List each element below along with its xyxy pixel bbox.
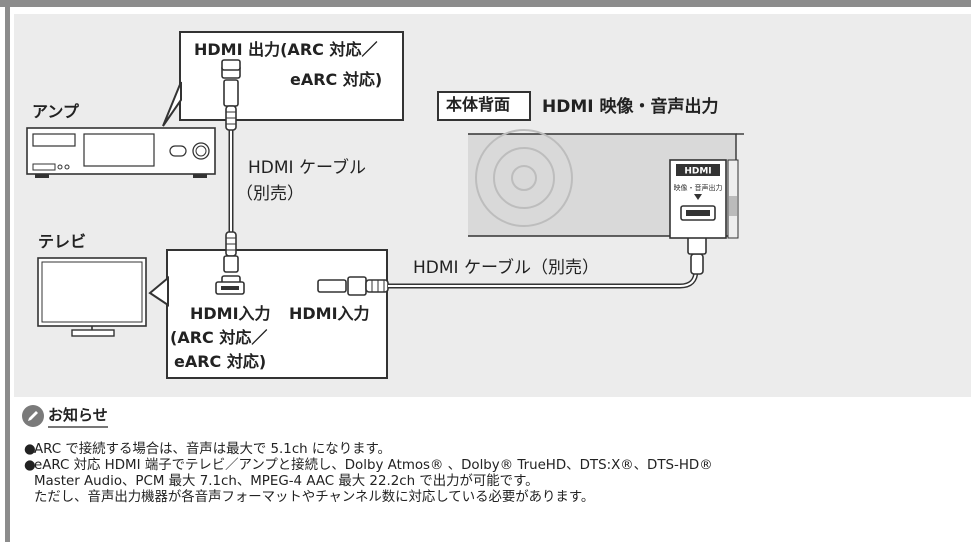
notice-title: お知らせ <box>48 404 108 428</box>
tv-in-label: HDMI入力 <box>289 304 370 323</box>
cable-tv-player-label: HDMI ケーブル（別売） <box>413 258 599 278</box>
cable-amp-tv-label-line2: （別売） <box>236 184 304 204</box>
port-sublabel: 映像・音声出力 <box>674 183 723 192</box>
player-rear-panel: HDMI 映像・音声出力 <box>468 129 744 239</box>
notice-item: ● ARC で接続する場合は、音声は最大で 5.1ch になります。 <box>24 442 964 458</box>
tv-in-arc-line3: eARC 対応) <box>174 352 267 371</box>
connection-diagram: HDMI 映像・音声出力 <box>26 31 744 379</box>
amp-label: アンプ <box>32 102 79 121</box>
tv-illustration <box>37 257 147 337</box>
hdmi-logo: HDMI <box>684 167 711 177</box>
rear-panel-tag-box <box>437 91 531 121</box>
pencil-icon <box>22 405 44 427</box>
notice-item-text: ARC で接続する場合は、音声は最大で 5.1ch になります。 <box>34 442 391 457</box>
tv-in-arc-line2: (ARC 対応／ <box>170 328 268 347</box>
amplifier-illustration <box>26 127 216 178</box>
tv-hdmi-in-port-2 <box>317 276 389 296</box>
tv-label: テレビ <box>38 232 87 251</box>
cable-amp-tv-label-line1: HDMI ケーブル <box>248 158 366 178</box>
amp-hdmi-out-port <box>221 59 241 71</box>
bullet-icon: ● <box>24 442 36 457</box>
notice-item-text: ただし、音声出力機器が各音声フォーマットやチャンネル数に対応している必要がありま… <box>34 490 595 505</box>
tv-hdmi-in-callout <box>148 249 388 379</box>
amp-hdmi-out-callout <box>162 31 404 127</box>
amp-callout-line2: eARC 対応) <box>290 70 383 89</box>
tv-hdmi-in-port-1 <box>215 281 245 295</box>
frame-left-bar <box>5 0 10 542</box>
notice-item-text: eARC 対応 HDMI 端子でテレビ／アンプと接続し、Dolby Atmos®… <box>34 458 713 473</box>
rear-panel-tag: 本体背面 <box>446 95 511 114</box>
notice-list: ● ARC で接続する場合は、音声は最大で 5.1ch になります。 ● eAR… <box>24 442 964 506</box>
notice-item-text: Master Audio、PCM 最大 7.1ch、MPEG-4 AAC 最大 … <box>34 474 539 489</box>
tv-in-arc-line1: HDMI入力 <box>190 304 271 323</box>
amp-callout-line1: HDMI 出力(ARC 対応／ <box>194 40 378 59</box>
notice-item: ● eARC 対応 HDMI 端子でテレビ／アンプと接続し、Dolby Atmo… <box>24 458 964 506</box>
notice-header: お知らせ <box>22 404 108 428</box>
frame-top-bar <box>0 0 971 7</box>
rear-panel-title: HDMI 映像・音声出力 <box>542 97 719 117</box>
bullet-icon: ● <box>24 458 36 473</box>
